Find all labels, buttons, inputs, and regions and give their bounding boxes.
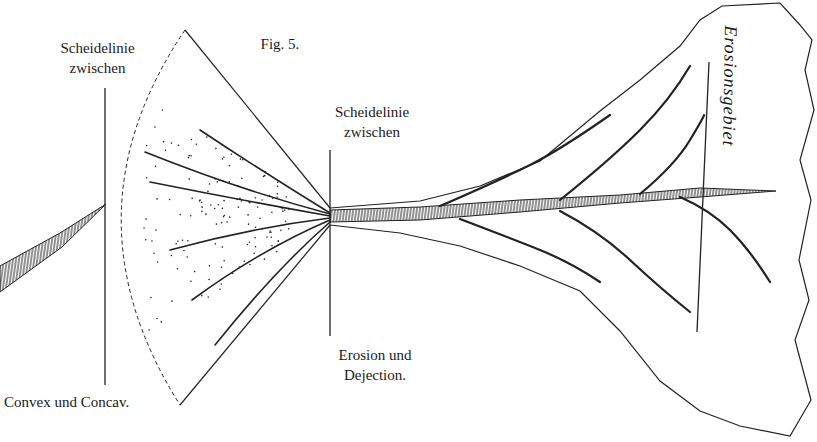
stippling xyxy=(143,109,289,331)
area-label: Erosionsgebiet xyxy=(719,16,741,156)
divide-label: Scheidelinie zwischen xyxy=(45,38,150,78)
outflow-channel xyxy=(0,204,106,292)
divide-line-convex-concave xyxy=(104,88,105,385)
fan-distributaries xyxy=(145,130,330,345)
figure-number: Fig. 5. xyxy=(240,34,320,54)
convex-concave-arc xyxy=(121,30,185,405)
fan-edge xyxy=(180,225,330,405)
divide-line-erosion-dejection xyxy=(329,150,330,336)
erosion-area-line xyxy=(697,62,709,332)
fan-edge xyxy=(185,30,330,208)
main-channel xyxy=(330,188,776,222)
divide-label: Scheidelinie zwischen xyxy=(312,102,432,142)
divide-label: Erosion und Dejection. xyxy=(315,345,435,385)
divide-label: Convex und Concav. xyxy=(4,392,204,412)
